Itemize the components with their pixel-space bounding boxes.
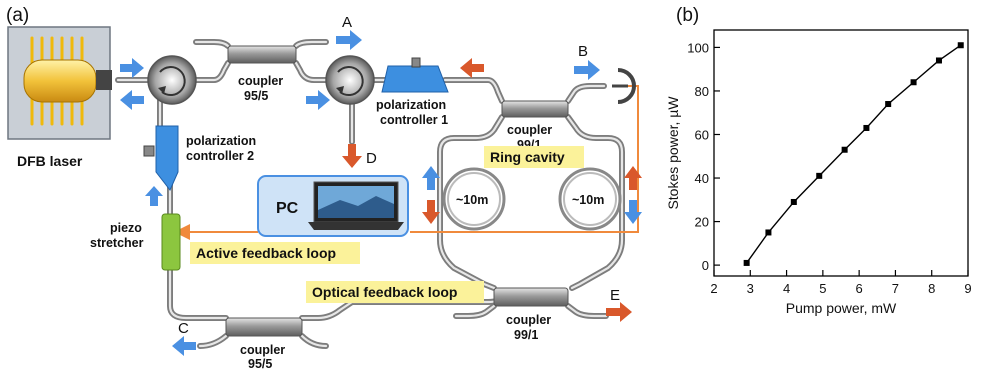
coupler-95-5-top-ratio: 95/5 [244, 89, 268, 103]
arrow-ring-left-down [422, 200, 440, 224]
coupler-99-1-bottom-ratio: 99/1 [514, 328, 538, 342]
plot-frame [713, 29, 969, 277]
coupler-99-1-bottom [493, 287, 569, 307]
port-a-label: A [342, 14, 352, 31]
data-point [885, 101, 892, 108]
optical-loop-label: Optical feedback loop [312, 284, 457, 300]
data-point [935, 57, 942, 64]
y-tick-label: 60 [695, 127, 709, 142]
dfb-laser-label: DFB laser [17, 153, 83, 169]
panel-b-label: (b) [676, 5, 699, 26]
y-tick-label: 40 [695, 171, 709, 186]
port-d-label: D [366, 150, 377, 167]
y-tick-label: 80 [695, 84, 709, 99]
data-point [816, 172, 823, 179]
arrow-ring-right-up [624, 166, 642, 190]
photodetector-icon [612, 68, 636, 104]
fiber-paths [115, 39, 625, 349]
laptop-icon [308, 181, 404, 230]
data-point [743, 259, 750, 266]
x-tick-label: 5 [819, 281, 826, 296]
piezo-stretcher [161, 213, 181, 271]
x-axis-label: Pump power, mW [786, 300, 897, 316]
y-axis-label: Stokes power, µW [665, 96, 681, 210]
coupler-95-5-bottom-ratio: 95/5 [248, 357, 272, 371]
data-point [910, 79, 917, 86]
data-point [841, 146, 848, 153]
dfb-laser [7, 26, 112, 140]
coupler-95-5-bottom-label: coupler [240, 343, 285, 357]
optical-loop-highlight [306, 281, 484, 303]
data-point [957, 42, 964, 49]
x-tick-label: 8 [928, 281, 935, 296]
arrow-ring-right-down [624, 200, 642, 224]
fiber-right-label: ~10m [572, 193, 604, 207]
data-point [790, 198, 797, 205]
arrow-pc1-red [460, 58, 484, 78]
ring-cavity-label: Ring cavity [490, 149, 565, 165]
panel-a-label: (a) [6, 5, 29, 26]
x-tick-label: 7 [892, 281, 899, 296]
fiber-spool-left [442, 167, 506, 231]
x-tick-label: 9 [964, 281, 971, 296]
piezo-label: piezo [110, 221, 142, 235]
coupler-99-1-top-label: coupler [507, 123, 552, 137]
arrow-piezo-up [145, 186, 163, 206]
x-tick-label: 2 [710, 281, 717, 296]
y-tick-label: 20 [695, 215, 709, 230]
pc1-label-b: controller 1 [380, 113, 448, 127]
polarization-controller-2 [143, 125, 179, 191]
coupler-99-1-bottom-label: coupler [506, 313, 551, 327]
fiber-spool-right [558, 167, 622, 231]
port-c-label: C [178, 320, 189, 337]
y-tick-label: 100 [687, 40, 709, 55]
series-line [746, 44, 962, 264]
arrow-laser-in [120, 90, 144, 110]
coupler-95-5-bottom [225, 317, 303, 337]
coupler-99-1-top [501, 100, 569, 118]
arrow-d [342, 144, 362, 168]
piezo-label-b: stretcher [90, 236, 144, 250]
ring-cavity-highlight [484, 146, 584, 168]
arrow-a [336, 30, 362, 50]
port-e-label: E [610, 287, 620, 304]
y-tick-label: 0 [702, 258, 709, 273]
pc2-label: polarization [186, 134, 256, 148]
x-tick-label: 4 [783, 281, 790, 296]
arrows [120, 30, 642, 356]
pc2-label-b: controller 2 [186, 149, 254, 163]
data-point [765, 229, 772, 236]
arrow-laser-out [120, 58, 144, 78]
arrow-circ2-in [306, 90, 330, 110]
active-loop-label: Active feedback loop [196, 245, 336, 261]
active-loop-highlight [190, 242, 360, 264]
arrow-ring-left-up [422, 166, 440, 190]
coupler-95-5-top [227, 45, 297, 64]
data-point [863, 124, 870, 131]
pc-label: PC [276, 200, 299, 217]
arrow-c [172, 336, 196, 356]
circulator-2 [325, 55, 375, 105]
fiber-left-label: ~10m [456, 193, 488, 207]
polarization-controller-1 [381, 57, 449, 93]
arrow-e [606, 302, 632, 322]
arrow-b [574, 60, 600, 80]
x-tick-label: 6 [856, 281, 863, 296]
coupler-95-5-top-label: coupler [238, 74, 283, 88]
pc1-label: polarization [376, 98, 446, 112]
x-tick-label: 3 [747, 281, 754, 296]
port-b-label: B [578, 43, 588, 60]
circulator-1 [147, 55, 197, 105]
